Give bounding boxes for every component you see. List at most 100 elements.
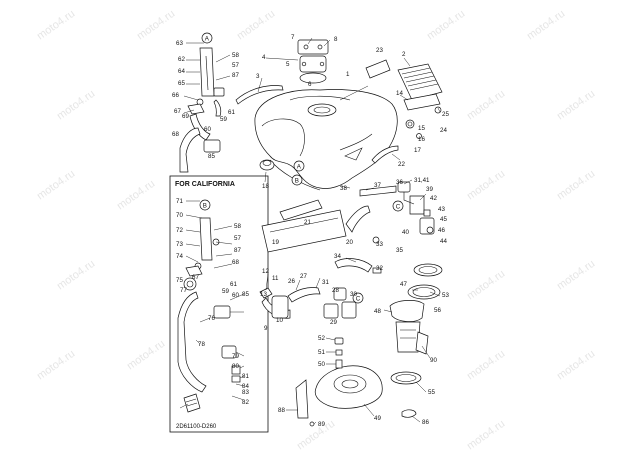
callout-c-right: C (392, 200, 404, 212)
part-label-20: 20 (346, 239, 353, 246)
fuel-cap-assembly (297, 39, 329, 84)
watermark-text: moto4.ru (55, 258, 97, 293)
svg-text:C: C (396, 203, 401, 210)
part-label-58b: 58 (234, 223, 241, 230)
part-label-40: 40 (402, 229, 409, 236)
part-label-64: 64 (178, 68, 185, 75)
part-label-38: 38 (340, 185, 347, 192)
part-label-83: 83 (242, 389, 249, 396)
part-label-57b: 57 (234, 235, 241, 242)
part-label-37: 37 (374, 182, 381, 189)
fuel-tank (254, 89, 398, 191)
part-label-44: 44 (440, 238, 447, 245)
part-label-82: 82 (242, 399, 249, 406)
watermark-text: moto4.ru (35, 168, 77, 203)
part-label-1: 1 (346, 71, 350, 78)
part-label-33: 33 (376, 241, 383, 248)
part-label-89: 89 (318, 421, 325, 428)
part-label-5: 5 (286, 61, 290, 68)
part-label-60b: 60 (232, 292, 239, 299)
part-label-66: 66 (172, 92, 179, 99)
svg-text:A: A (205, 35, 210, 42)
watermark-text: moto4.ru (465, 348, 507, 383)
watermark-text: moto4.ru (555, 258, 597, 293)
part-label-43: 43 (438, 206, 445, 213)
part-label-73: 73 (176, 241, 183, 248)
watermark-text: moto4.ru (525, 8, 567, 43)
part-label-68b: 68 (232, 259, 239, 266)
part-label-69: 69 (182, 113, 189, 120)
watermark-text: moto4.ru (425, 8, 467, 43)
part-label-46: 46 (438, 227, 445, 234)
part-label-30: 30 (350, 291, 357, 298)
seat-mount-bracket (397, 63, 443, 139)
part-label-21: 21 (304, 219, 311, 226)
part-label-26: 26 (288, 278, 295, 285)
watermark-text: moto4.ru (235, 8, 277, 43)
part-label-80: 80 (232, 363, 239, 370)
fuel-filter-assembly (259, 287, 357, 319)
part-label-48: 48 (374, 308, 381, 315)
fuel-valve-cluster (397, 181, 435, 235)
part-label-7: 7 (291, 34, 295, 41)
part-label-90: 90 (430, 357, 437, 364)
part-label-85a: 85 (208, 153, 215, 160)
part-label-50: 50 (318, 361, 325, 368)
part-label-76: 76 (208, 315, 215, 322)
part-label-3141: 31,41 (414, 177, 430, 184)
part-label-16: 16 (418, 136, 425, 143)
part-label-67b: 67 (192, 274, 199, 281)
california-box-title: FOR CALIFORNIA (175, 181, 235, 188)
watermark-text: moto4.ru (555, 88, 597, 123)
callout-c-left: C (352, 292, 364, 304)
svg-text:B: B (203, 202, 207, 209)
part-label-68: 68 (172, 131, 179, 138)
part-label-28: 28 (332, 287, 339, 294)
part-label-58a: 58 (232, 52, 239, 59)
part-label-9: 9 (264, 325, 268, 332)
part-label-13: 13 (260, 291, 267, 298)
part-label-36: 36 (396, 179, 403, 186)
part-label-72: 72 (176, 227, 183, 234)
part-label-3: 3 (256, 73, 260, 80)
part-label-11: 11 (272, 275, 279, 282)
watermark-text: moto4.ru (465, 418, 507, 453)
part-label-60a: 60 (204, 126, 211, 133)
part-label-53: 53 (442, 292, 449, 299)
part-label-34: 34 (334, 253, 341, 260)
part-label-78: 78 (198, 341, 205, 348)
part-label-62: 62 (178, 56, 185, 63)
part-label-59a: 59 (220, 116, 227, 123)
part-label-4: 4 (262, 54, 266, 61)
part-label-6: 6 (308, 81, 312, 88)
svg-text:A: A (297, 163, 302, 170)
part-label-55: 55 (428, 389, 435, 396)
part-label-77: 77 (180, 287, 187, 294)
watermark-text: moto4.ru (295, 418, 337, 453)
part-label-88: 88 (278, 407, 285, 414)
part-label-18: 18 (262, 183, 269, 190)
watermark-text: moto4.ru (125, 338, 167, 373)
part-label-22: 22 (398, 161, 405, 168)
part-label-8: 8 (334, 36, 338, 43)
part-label-10: 10 (276, 317, 283, 324)
part-label-25: 25 (442, 111, 449, 118)
part-label-45: 45 (440, 216, 447, 223)
part-label-74: 74 (176, 253, 183, 260)
part-label-17: 17 (414, 147, 421, 154)
drawing-code: 2D61100-D260 (176, 424, 217, 430)
watermark-text: moto4.ru (465, 168, 507, 203)
part-label-67a: 67 (174, 108, 181, 115)
callout-b-tank: B (291, 174, 303, 186)
leader-lines (179, 37, 441, 425)
part-label-23: 23 (376, 47, 383, 54)
part-label-85b: 85 (242, 291, 249, 298)
vent-hose-assembly-california (177, 217, 241, 413)
part-label-70: 70 (176, 212, 183, 219)
callout-b-top: B (199, 199, 211, 211)
part-label-19: 19 (272, 239, 279, 246)
watermark-text: moto4.ru (55, 88, 97, 123)
part-label-87a: 87 (232, 72, 239, 79)
part-label-14: 14 (396, 90, 403, 97)
part-label-61a: 61 (228, 109, 235, 116)
